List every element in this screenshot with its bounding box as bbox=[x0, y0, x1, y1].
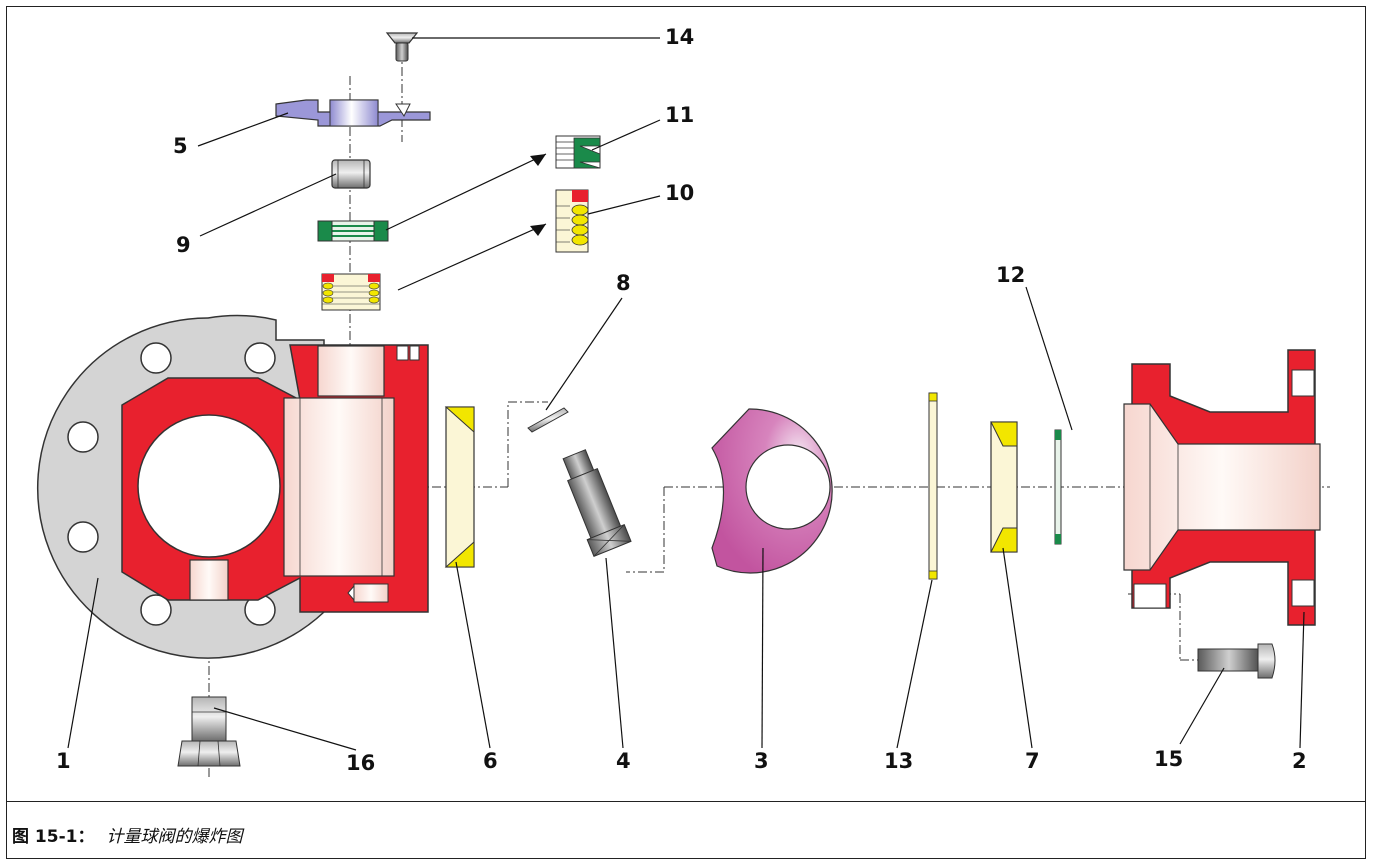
callout-6: 6 bbox=[483, 749, 498, 773]
seat-ring-part-7 bbox=[990, 421, 1018, 553]
bushing-plate-part-5 bbox=[275, 99, 431, 127]
valve-body-part-1 bbox=[37, 314, 429, 659]
key-pin-part-8 bbox=[527, 407, 569, 433]
packing-detail-part-11 bbox=[555, 135, 601, 169]
callout-15: 15 bbox=[1154, 747, 1183, 771]
leader-arrowheads bbox=[530, 154, 546, 236]
callout-8: 8 bbox=[616, 271, 631, 295]
callout-13: 13 bbox=[884, 749, 913, 773]
callout-9: 9 bbox=[176, 233, 191, 257]
callout-7: 7 bbox=[1025, 749, 1040, 773]
callout-labels: 14 5 11 9 10 8 12 1 16 6 4 3 13 7 15 2 bbox=[56, 25, 1307, 775]
callout-14: 14 bbox=[665, 25, 694, 49]
figure-caption-text: 计量球阀的爆炸图 bbox=[106, 827, 243, 847]
caption-divider bbox=[6, 801, 1366, 802]
callout-11: 11 bbox=[665, 103, 694, 127]
ball-part-3 bbox=[711, 408, 833, 574]
hex-bolt-part-15 bbox=[1197, 643, 1276, 679]
bushing-part-9 bbox=[331, 159, 371, 189]
callout-1: 1 bbox=[56, 749, 71, 773]
o-ring-part-12 bbox=[1054, 429, 1062, 545]
callout-3: 3 bbox=[754, 749, 769, 773]
leader-lines bbox=[67, 37, 1305, 751]
callout-4: 4 bbox=[616, 749, 631, 773]
callout-10: 10 bbox=[665, 181, 694, 205]
screw-part-14 bbox=[385, 32, 419, 62]
drawing-frame bbox=[6, 6, 1366, 859]
figure-caption-label: 图 15-1： bbox=[12, 827, 95, 847]
green-packing-stack bbox=[317, 220, 389, 242]
callout-2: 2 bbox=[1292, 749, 1307, 773]
figure-caption: 图 15-1： 计量球阀的爆炸图 bbox=[12, 822, 242, 847]
callout-12: 12 bbox=[996, 263, 1025, 287]
packing-detail-part-10 bbox=[555, 189, 589, 253]
callout-5: 5 bbox=[173, 134, 188, 158]
yellow-packing-stack bbox=[321, 273, 381, 311]
gasket-part-13 bbox=[928, 392, 938, 580]
callout-16: 16 bbox=[346, 751, 375, 775]
stem-part-4 bbox=[562, 449, 632, 557]
plug-part-16 bbox=[177, 696, 241, 767]
seat-ring-part-6 bbox=[444, 406, 475, 568]
end-connector-part-2 bbox=[1123, 349, 1321, 626]
